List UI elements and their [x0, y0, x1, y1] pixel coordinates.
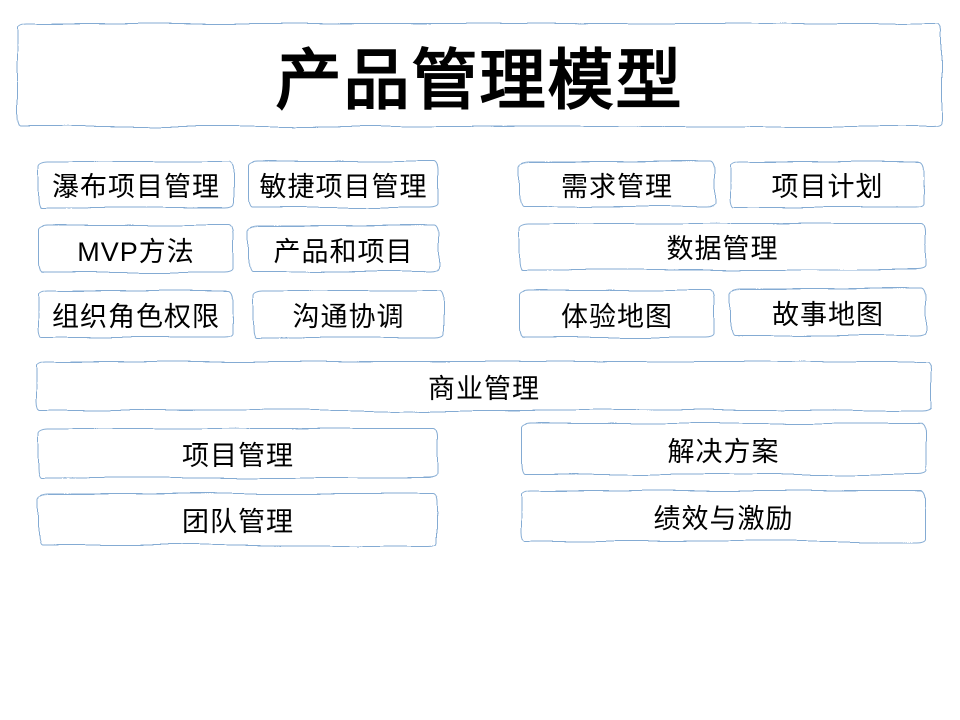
box-label: 项目管理 [182, 440, 294, 471]
box-data-management: 数据管理 [516, 220, 929, 273]
box-label: 敏捷项目管理 [259, 172, 428, 202]
box-label: 绩效与激励 [653, 503, 794, 534]
box-label: 团队管理 [182, 507, 294, 537]
box-org-role-permission: 组织角色权限 [35, 287, 237, 341]
box-team-management: 团队管理 [35, 490, 441, 549]
box-label: 数据管理 [666, 234, 779, 264]
box-story-map: 故事地图 [727, 285, 929, 340]
box-experience-map: 体验地图 [516, 287, 718, 341]
box-label: 项目计划 [771, 172, 884, 202]
box-mvp-method: MVP方法 [35, 222, 237, 276]
box-project-management: 项目管理 [35, 425, 441, 481]
box-label: 故事地图 [772, 300, 884, 330]
box-agile-project-management: 敏捷项目管理 [245, 158, 442, 211]
box-label: 瀑布项目管理 [52, 172, 220, 202]
box-project-plan: 项目计划 [727, 158, 928, 211]
box-label: 体验地图 [561, 301, 673, 332]
box-label: 解决方案 [667, 436, 780, 467]
page-title: 产品管理模型 [275, 43, 684, 117]
box-label: 产品和项目 [273, 236, 414, 267]
box-performance-incentive: 绩效与激励 [518, 487, 929, 545]
box-label: 沟通协调 [292, 301, 405, 332]
box-label: 组织角色权限 [52, 301, 220, 332]
box-business-management: 商业管理 [33, 358, 935, 414]
box-label: 商业管理 [428, 373, 540, 404]
box-solution: 解决方案 [518, 420, 929, 478]
box-product-and-project: 产品和项目 [245, 222, 442, 276]
box-requirements-management: 需求管理 [516, 158, 718, 211]
box-waterfall-project-management: 瀑布项目管理 [35, 158, 237, 211]
box-label: MVP方法 [77, 236, 195, 267]
box-label: 需求管理 [561, 172, 673, 202]
title-box: 产品管理模型 [14, 20, 945, 130]
box-communication-coordination: 沟通协调 [250, 287, 447, 341]
